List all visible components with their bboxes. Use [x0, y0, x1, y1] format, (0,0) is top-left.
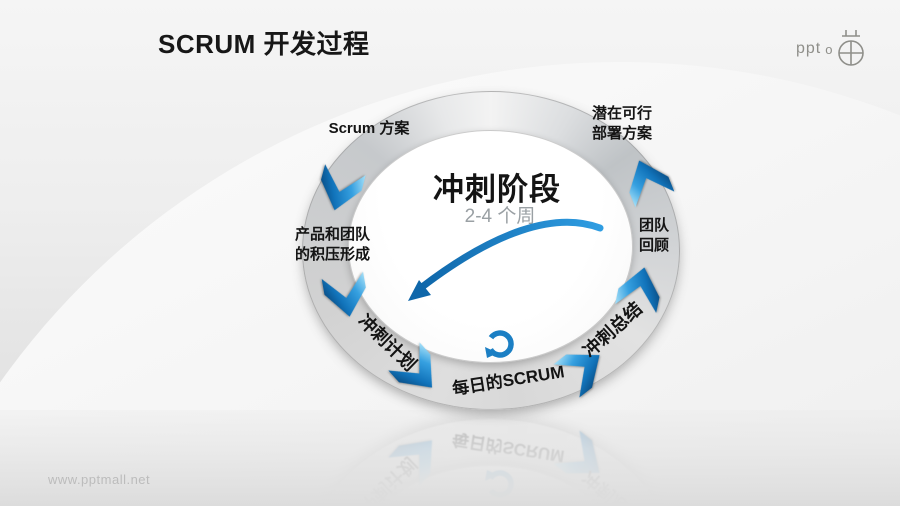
pptmall-logo: ppt o [796, 26, 896, 72]
label-retro-line1: 团队 [638, 217, 669, 234]
cycle-chevron-icon [615, 267, 660, 313]
label-retro-line2: 回顾 [638, 237, 669, 254]
label-scrum-plan: Scrum 方案 [328, 120, 410, 137]
label-deployable-line1: 潜在可行 [592, 105, 653, 122]
label-deployable-solution: 潜在可行 部署方案 [592, 104, 652, 144]
daily-loop-icon [485, 330, 514, 358]
center-title: 冲刺阶段 [433, 172, 561, 207]
logo-text: ppt [796, 40, 822, 57]
label-backlog-line2: 的积压形成 [295, 246, 371, 263]
page-title: SCRUM 开发过程 [158, 29, 370, 59]
cycle-chevron-icon [321, 164, 366, 211]
cycle-chevron-icon [629, 160, 675, 208]
cycle-chevron-icon [321, 271, 366, 317]
label-deployable-line2: 部署方案 [592, 125, 653, 142]
logo-o-text: o [825, 41, 833, 57]
scrum-cycle-diagram: 冲刺阶段 2-4 个周 Scrum 方案 潜在可行 部署方案 产品和团队 的积压… [270, 75, 690, 415]
label-product-backlog: 产品和团队 的积压形成 [295, 225, 370, 265]
cycle-chevron-icon [388, 342, 433, 388]
label-backlog-line1: 产品和团队 [295, 226, 371, 243]
center-subtitle: 2-4 个周 [464, 206, 536, 227]
watermark: www.pptmall.net [48, 472, 151, 487]
label-team-retrospective: 团队 回顾 [624, 216, 684, 256]
reflection-fade [0, 410, 900, 506]
pptmall-logo-icon [838, 30, 865, 66]
cycle-chevron-icon [553, 354, 600, 398]
